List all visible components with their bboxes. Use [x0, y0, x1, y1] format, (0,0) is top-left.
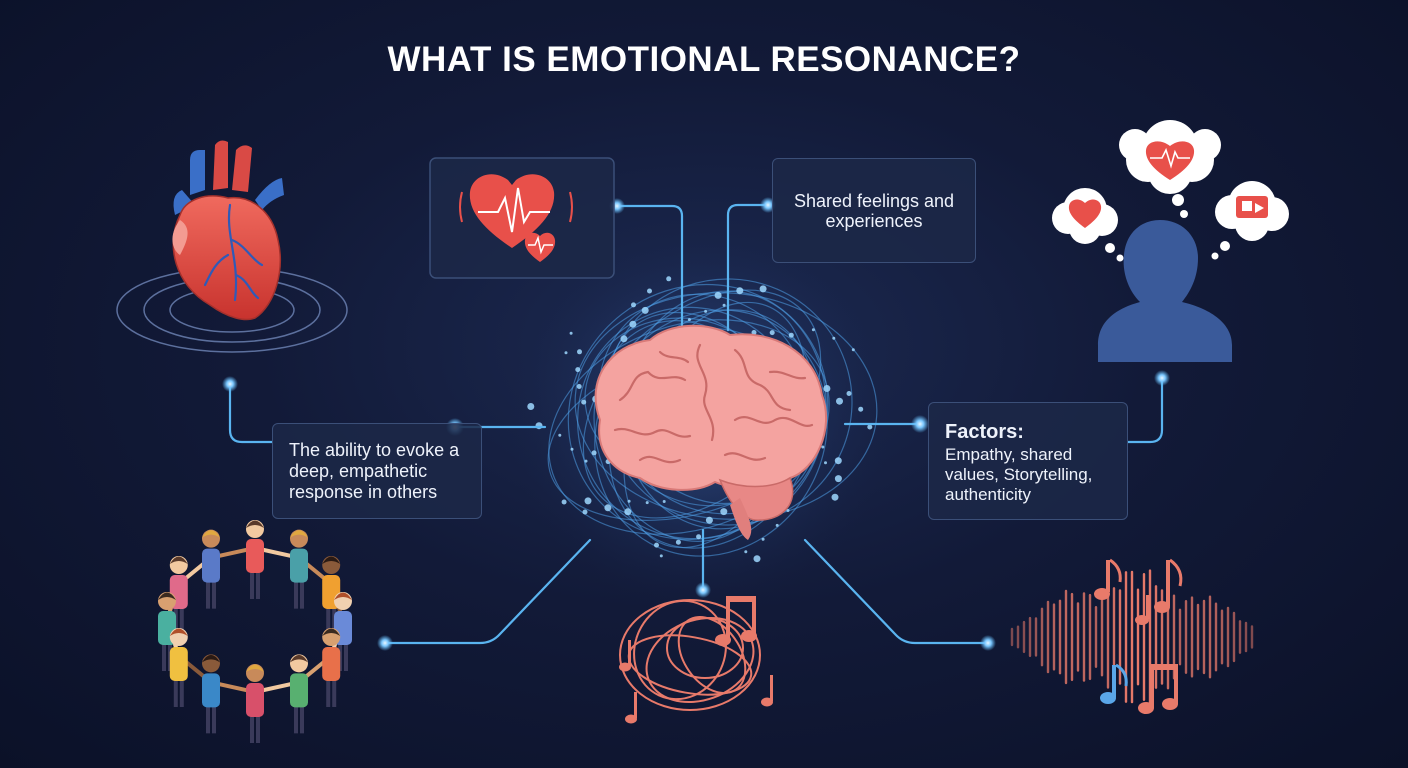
network-node — [775, 523, 779, 527]
network-node — [846, 391, 852, 396]
network-node — [666, 276, 672, 282]
network-node — [527, 403, 535, 410]
heartbeat-heart-icon — [459, 174, 573, 262]
music-note — [1094, 558, 1183, 714]
factors-heading: Factors: — [945, 421, 1024, 443]
network-node — [788, 332, 794, 338]
network-node — [654, 542, 659, 548]
network-node — [736, 287, 744, 295]
person-figure — [246, 520, 264, 599]
network-node — [824, 461, 827, 465]
network-node — [696, 534, 702, 540]
network-node — [535, 422, 543, 430]
person-figure — [202, 529, 220, 609]
network-node — [687, 318, 691, 322]
network-node — [591, 450, 597, 456]
people-circle-icon — [158, 520, 352, 743]
network-node — [867, 424, 873, 430]
network-node — [851, 348, 855, 352]
network-node — [769, 330, 775, 336]
network-node — [558, 433, 562, 437]
network-node — [659, 554, 663, 558]
person-thinking-icon — [1052, 120, 1289, 362]
network-node — [582, 509, 588, 515]
network-node — [744, 550, 748, 554]
network-node — [722, 303, 726, 307]
network-node — [561, 499, 567, 505]
connector-dots — [222, 197, 1170, 651]
network-node — [823, 385, 831, 392]
person-figure — [290, 654, 308, 734]
network-node — [858, 406, 864, 412]
heart-anatomy-icon — [116, 140, 348, 353]
network-node — [831, 493, 839, 501]
factors-box: Factors: Empathy, shared values, Storyte… — [928, 402, 1128, 520]
network-node — [620, 335, 628, 343]
network-node — [705, 516, 713, 524]
network-node — [629, 320, 637, 328]
person-figure — [322, 628, 341, 707]
network-node — [564, 351, 568, 355]
shared-feelings-text: Shared feelings and experiences — [793, 190, 955, 231]
network-node — [647, 288, 652, 294]
network-node — [627, 499, 631, 503]
network-node — [834, 457, 842, 465]
network-node — [753, 555, 761, 563]
network-node — [714, 291, 722, 299]
network-node — [624, 508, 632, 516]
network-node — [761, 537, 765, 541]
heartbeat-heart-box — [429, 157, 615, 279]
shared-feelings-box: Shared feelings and experiences — [772, 158, 976, 263]
network-node — [720, 508, 728, 516]
definition-box: The ability to evoke a deep, empathetic … — [272, 423, 482, 519]
network-node — [645, 501, 649, 505]
network-node — [662, 500, 666, 503]
network-node — [604, 504, 612, 512]
music-notes-icon — [619, 596, 773, 724]
person-figure — [290, 529, 308, 609]
sound-wave-icon — [1010, 558, 1254, 714]
network-node — [704, 309, 708, 313]
network-node — [821, 445, 825, 449]
network-node — [584, 459, 588, 463]
network-node — [811, 328, 815, 332]
definition-text: The ability to evoke a deep, empathetic … — [289, 440, 460, 502]
person-figure — [246, 664, 264, 743]
network-node — [631, 302, 636, 308]
network-node — [576, 384, 582, 389]
network-node — [569, 331, 573, 335]
network-node — [675, 539, 681, 545]
connectors — [228, 203, 1164, 645]
network-node — [570, 447, 574, 451]
network-node — [641, 306, 649, 314]
network-node — [581, 399, 587, 405]
network-node — [577, 349, 582, 355]
network-node — [584, 497, 592, 505]
network-node — [759, 285, 767, 293]
person-figure — [202, 654, 220, 734]
network-node — [786, 509, 790, 512]
network-node — [836, 397, 843, 405]
network-node — [834, 475, 842, 483]
factors-text: Empathy, shared values, Storytelling, au… — [945, 445, 1093, 504]
brain-icon — [594, 324, 827, 540]
page-title: WHAT IS EMOTIONAL RESONANCE? — [387, 40, 1021, 79]
network-node — [832, 336, 836, 340]
network-node — [575, 367, 581, 373]
person-figure — [169, 628, 188, 707]
